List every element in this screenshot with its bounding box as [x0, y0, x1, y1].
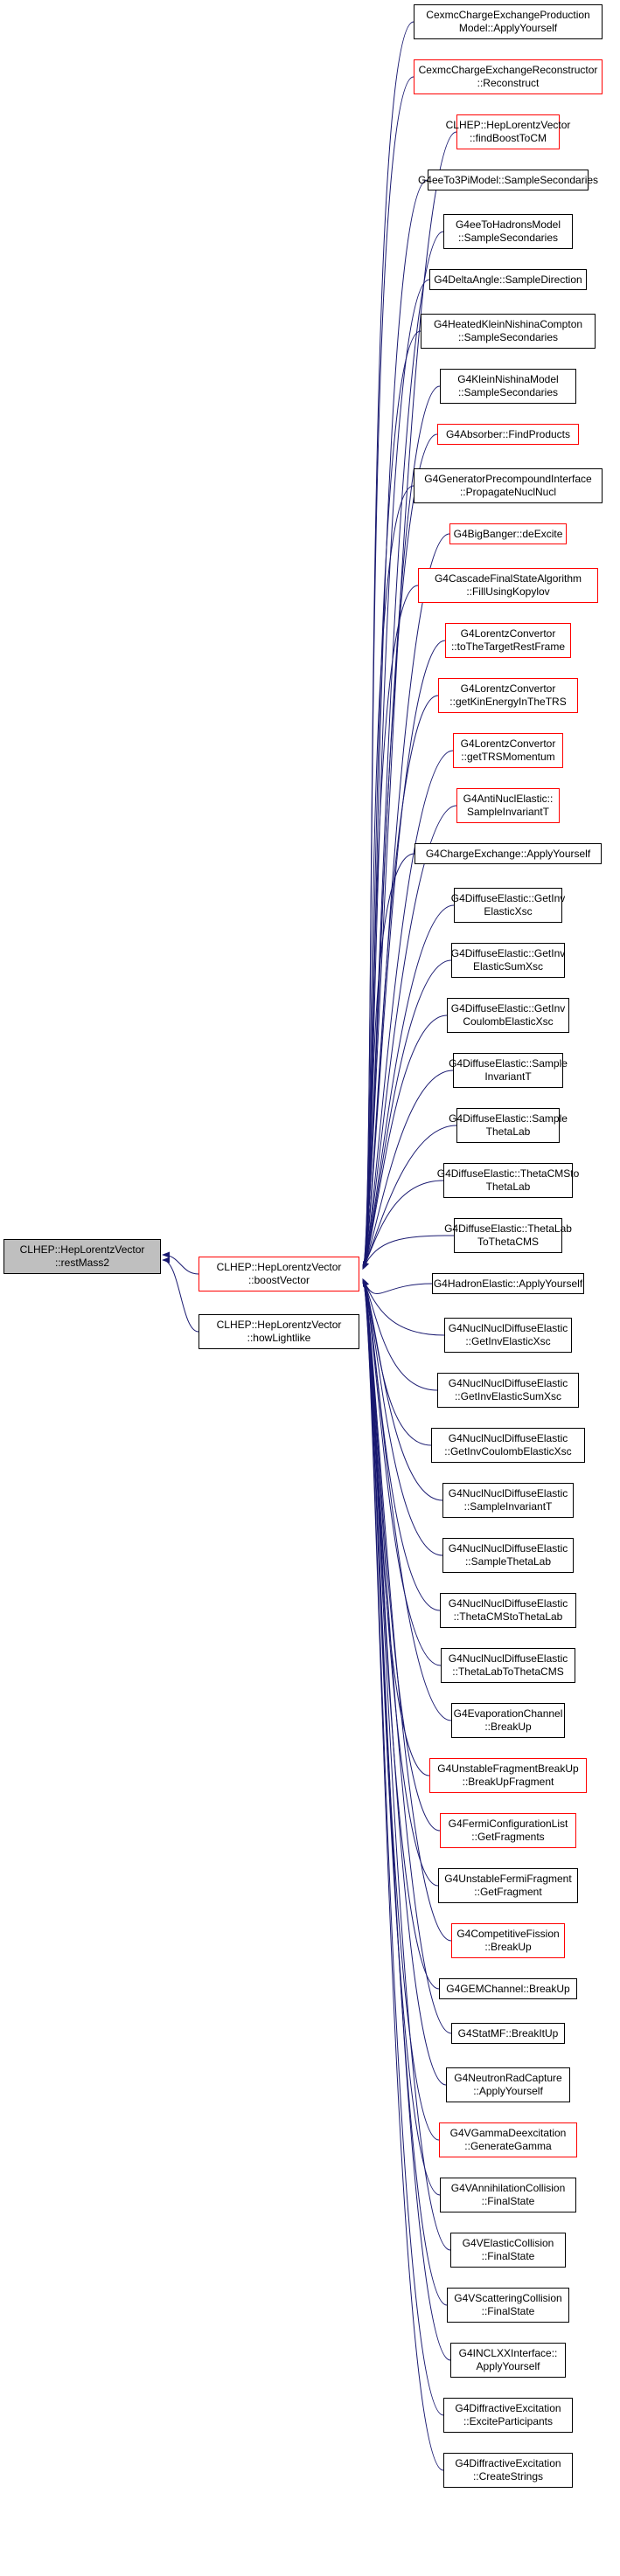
caller-node[interactable]: G4GEMChannel::BreakUp [439, 1978, 577, 1999]
caller-node[interactable]: G4DiffractiveExcitation ::CreateStrings [443, 2453, 573, 2488]
call-edge [362, 485, 414, 1270]
call-edge [362, 1014, 448, 1270]
caller-node[interactable]: G4HeatedKleinNishinaCompton ::SampleSeco… [421, 314, 596, 349]
call-edge [362, 1278, 452, 1721]
caller-node[interactable]: G4DiffuseElastic::GetInv ElasticSumXsc [451, 943, 565, 978]
caller-node[interactable]: CLHEP::HepLorentzVector ::findBoostToCM [446, 114, 570, 149]
call-edge [362, 750, 454, 1270]
caller-node[interactable]: G4BigBanger::deExcite [449, 523, 567, 544]
call-edge [362, 853, 415, 1270]
caller-node[interactable]: G4HadronElastic::ApplyYourself [432, 1273, 584, 1294]
caller-node[interactable]: G4UnstableFermiFragment ::GetFragment [438, 1868, 578, 1903]
call-edge [362, 1278, 444, 2471]
caller-node[interactable]: G4FermiConfigurationList ::GetFragments [440, 1813, 576, 1848]
call-edge [362, 1235, 455, 1270]
caller-node[interactable]: G4AntiNuclElastic:: SampleInvariantT [456, 788, 560, 823]
call-edge [362, 1278, 445, 1336]
caller-node[interactable]: G4DiffuseElastic::Sample InvariantT [449, 1053, 568, 1088]
call-edge [362, 904, 455, 1270]
caller-node[interactable]: G4eeTo3PiModel::SampleSecondaries [418, 170, 598, 190]
call-edge [362, 1278, 438, 1391]
call-edge-to-root [162, 1251, 199, 1275]
caller-node[interactable]: G4DiffuseElastic::GetInv CoulombElasticX… [447, 998, 569, 1033]
caller-node[interactable]: G4NuclNuclDiffuseElastic ::ThetaCMStoThe… [440, 1593, 576, 1628]
caller-node[interactable]: G4Absorber::FindProducts [437, 424, 579, 445]
call-edge [362, 1278, 430, 1776]
call-edge [362, 1180, 444, 1270]
caller-node[interactable]: G4VScatteringCollision ::FinalState [447, 2288, 569, 2323]
call-edge [362, 1278, 443, 1556]
caller-node[interactable]: G4KleinNishinaModel ::SampleSecondaries [440, 369, 576, 404]
root-node-restmass2[interactable]: CLHEP::HepLorentzVector ::restMass2 [3, 1239, 161, 1274]
caller-node[interactable]: G4DiffuseElastic::Sample ThetaLab [449, 1108, 568, 1143]
caller-node[interactable]: G4NeutronRadCapture ::ApplyYourself [446, 2067, 570, 2102]
caller-node[interactable]: G4NuclNuclDiffuseElastic ::GetInvElastic… [437, 1373, 579, 1408]
caller-node[interactable]: G4NuclNuclDiffuseElastic ::GetInvCoulomb… [431, 1428, 585, 1463]
caller-node[interactable]: G4VAnnihilationCollision ::FinalState [440, 2178, 576, 2212]
caller-node[interactable]: G4CascadeFinalStateAlgorithm ::FillUsing… [418, 568, 598, 603]
node-boostvector[interactable]: CLHEP::HepLorentzVector ::boostVector [199, 1257, 359, 1291]
caller-node[interactable]: G4DiffractiveExcitation ::ExciteParticip… [443, 2398, 573, 2433]
call-edge [362, 805, 457, 1270]
caller-node[interactable]: G4LorentzConvertor ::toTheTargetRestFram… [445, 623, 571, 658]
caller-node[interactable]: CexmcChargeExchangeProduction Model::App… [414, 4, 603, 39]
caller-node[interactable]: G4VElasticCollision ::FinalState [450, 2233, 566, 2268]
call-edge [362, 1278, 443, 1501]
call-edge [362, 1278, 451, 2361]
call-edge [362, 695, 439, 1270]
caller-node[interactable]: G4LorentzConvertor ::getKinEnergyInTheTR… [438, 678, 578, 713]
caller-node[interactable]: G4VGammaDeexcitation ::GenerateGamma [439, 2122, 577, 2157]
caller-node[interactable]: G4NuclNuclDiffuseElastic ::ThetaLabToThe… [441, 1648, 575, 1683]
caller-node[interactable]: G4eeToHadronsModel ::SampleSecondaries [443, 214, 573, 249]
call-edge [362, 585, 419, 1270]
caller-node[interactable]: G4EvaporationChannel ::BreakUp [451, 1703, 565, 1738]
caller-node[interactable]: G4NuclNuclDiffuseElastic ::GetInvElastic… [444, 1318, 572, 1353]
caller-node[interactable]: G4GeneratorPrecompoundInterface ::Propag… [414, 468, 603, 503]
caller-node[interactable]: G4StatMF::BreakItUp [451, 2023, 565, 2044]
caller-node[interactable]: G4ChargeExchange::ApplyYourself [414, 843, 602, 864]
caller-node[interactable]: G4NuclNuclDiffuseElastic ::SampleInvaria… [442, 1483, 574, 1518]
caller-node[interactable]: G4DiffuseElastic::GetInv ElasticXsc [451, 888, 565, 923]
caller-node[interactable]: G4INCLXXInterface:: ApplyYourself [450, 2343, 566, 2378]
call-edge [362, 1278, 452, 2034]
call-edge [362, 1278, 433, 1294]
caller-node[interactable]: G4CompetitiveFission ::BreakUp [451, 1923, 565, 1958]
caller-node[interactable]: CexmcChargeExchangeReconstructor ::Recon… [414, 59, 603, 94]
call-edge [362, 1278, 439, 1887]
caller-node[interactable]: G4LorentzConvertor ::getTRSMomentum [453, 733, 563, 768]
call-edge [362, 1070, 454, 1270]
call-edge-to-root [162, 1257, 199, 1333]
node-howlightlike[interactable]: CLHEP::HepLorentzVector ::howLightlike [199, 1314, 359, 1349]
caller-node[interactable]: G4DiffuseElastic::ThetaCMSto ThetaLab [437, 1163, 579, 1198]
caller-node[interactable]: G4UnstableFragmentBreakUp ::BreakUpFragm… [429, 1758, 587, 1793]
caller-node[interactable]: G4NuclNuclDiffuseElastic ::SampleThetaLa… [442, 1538, 574, 1573]
caller-node[interactable]: G4DeltaAngle::SampleDirection [429, 269, 587, 290]
caller-node[interactable]: G4DiffuseElastic::ThetaLab ToThetaCMS [444, 1218, 572, 1253]
call-edge [362, 76, 414, 1270]
